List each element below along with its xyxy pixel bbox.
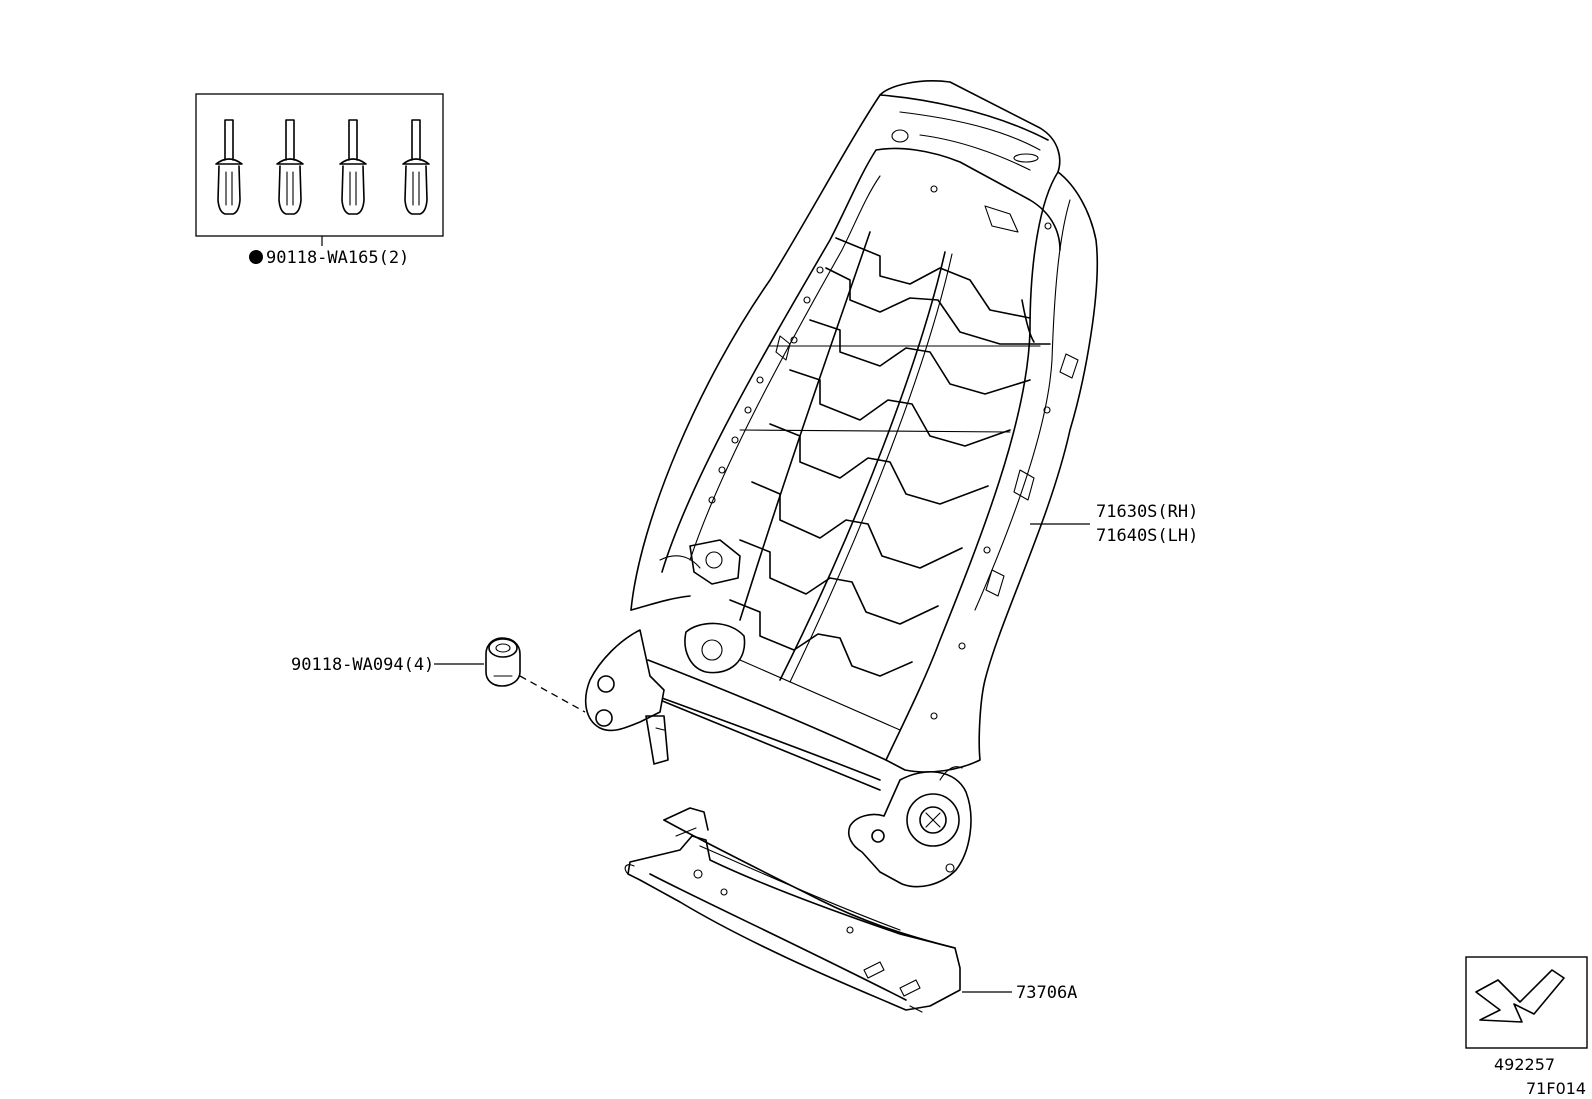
reference-code: 492257	[1494, 1055, 1555, 1074]
hex-nut-icon	[485, 637, 521, 687]
rail-part-number: 73706A	[1016, 983, 1077, 1003]
clip-part-number: 90118-WA165(2)	[266, 248, 409, 268]
reference-box	[1465, 956, 1588, 1049]
frame-rh-part-number: 71630S(RH)	[1096, 502, 1198, 522]
seat-rail	[624, 807, 961, 1013]
clip-box	[195, 93, 444, 237]
reference-frame	[1465, 956, 1588, 1049]
seat-back-frame	[584, 80, 1099, 888]
nut-part-number: 90118-WA094(4)	[291, 655, 434, 675]
frame-lh-part-number: 71640S(LH)	[1096, 526, 1198, 546]
clip-marker-dot	[249, 250, 263, 264]
clip-callout: 90118-WA165(2)	[195, 93, 444, 268]
figure-id: 71F014	[1526, 1079, 1586, 1098]
direction-arrow-icon	[1475, 969, 1565, 1023]
nut-install-path	[519, 675, 586, 713]
push-clip-icon	[215, 119, 430, 215]
